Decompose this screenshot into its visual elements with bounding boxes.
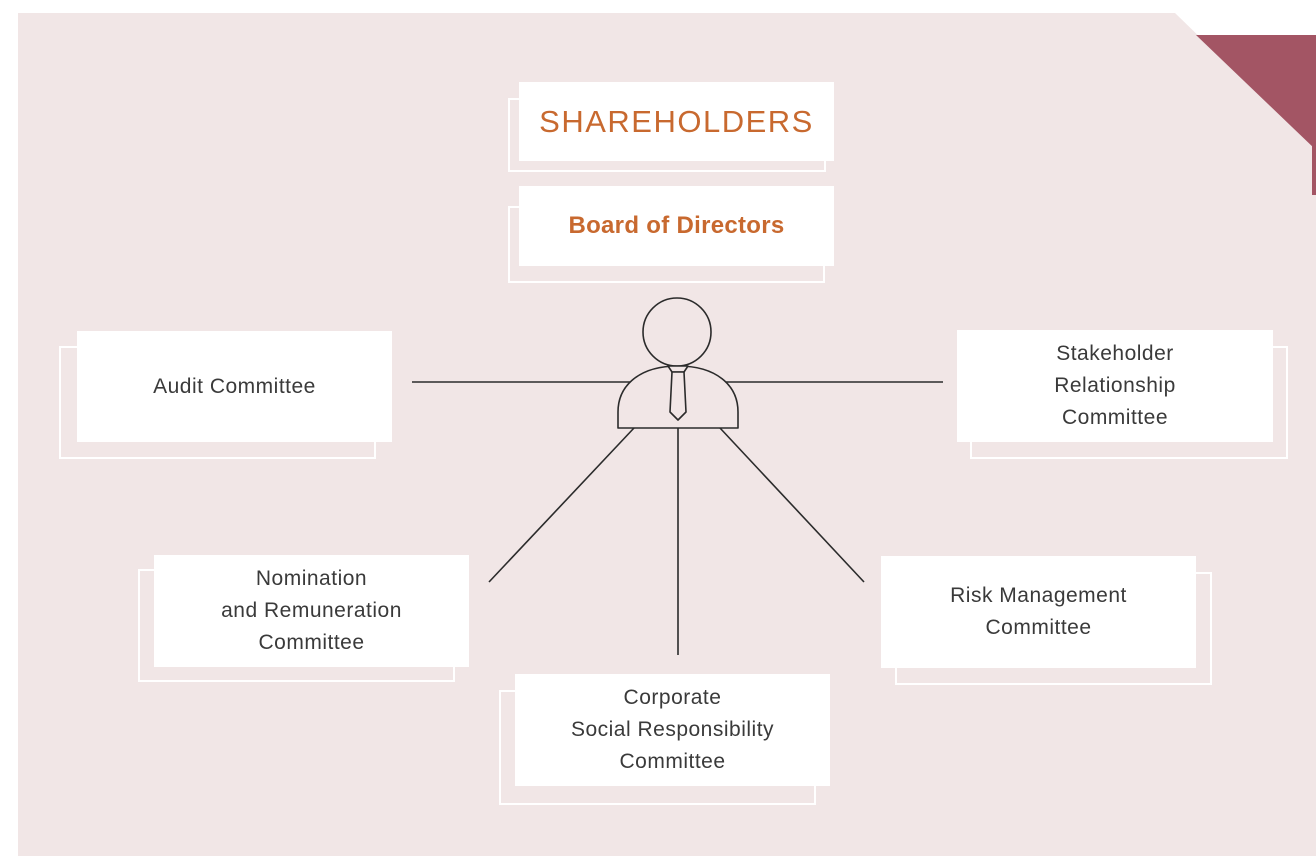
- connector-nomination: [488, 427, 635, 583]
- accent-corner-edge: [1312, 140, 1316, 195]
- risk-committee-box: Risk Management Committee: [881, 556, 1196, 668]
- shareholders-label: SHAREHOLDERS: [539, 103, 814, 139]
- risk-committee-label: Risk Management Committee: [950, 584, 1127, 639]
- audit-committee-box: Audit Committee: [77, 331, 392, 442]
- board-box: Board of Directors: [519, 186, 834, 266]
- csr-committee-box: Corporate Social Responsibility Committe…: [515, 674, 830, 786]
- shareholders-box: SHAREHOLDERS: [519, 82, 834, 161]
- person-with-tie-icon: [617, 297, 739, 429]
- nomination-committee-box: Nomination and Remuneration Committee: [154, 555, 469, 667]
- audit-committee-label: Audit Committee: [153, 374, 316, 398]
- connector-risk: [719, 427, 865, 583]
- board-label: Board of Directors: [568, 212, 785, 239]
- accent-corner: [1196, 35, 1316, 150]
- csr-committee-label: Corporate Social Responsibility Committe…: [570, 686, 775, 773]
- nomination-committee-label: Nomination and Remuneration Committee: [221, 567, 402, 654]
- stakeholder-committee-box: Stakeholder Relationship Committee: [957, 330, 1273, 442]
- stakeholder-committee-label: Stakeholder Relationship Committee: [1054, 342, 1176, 429]
